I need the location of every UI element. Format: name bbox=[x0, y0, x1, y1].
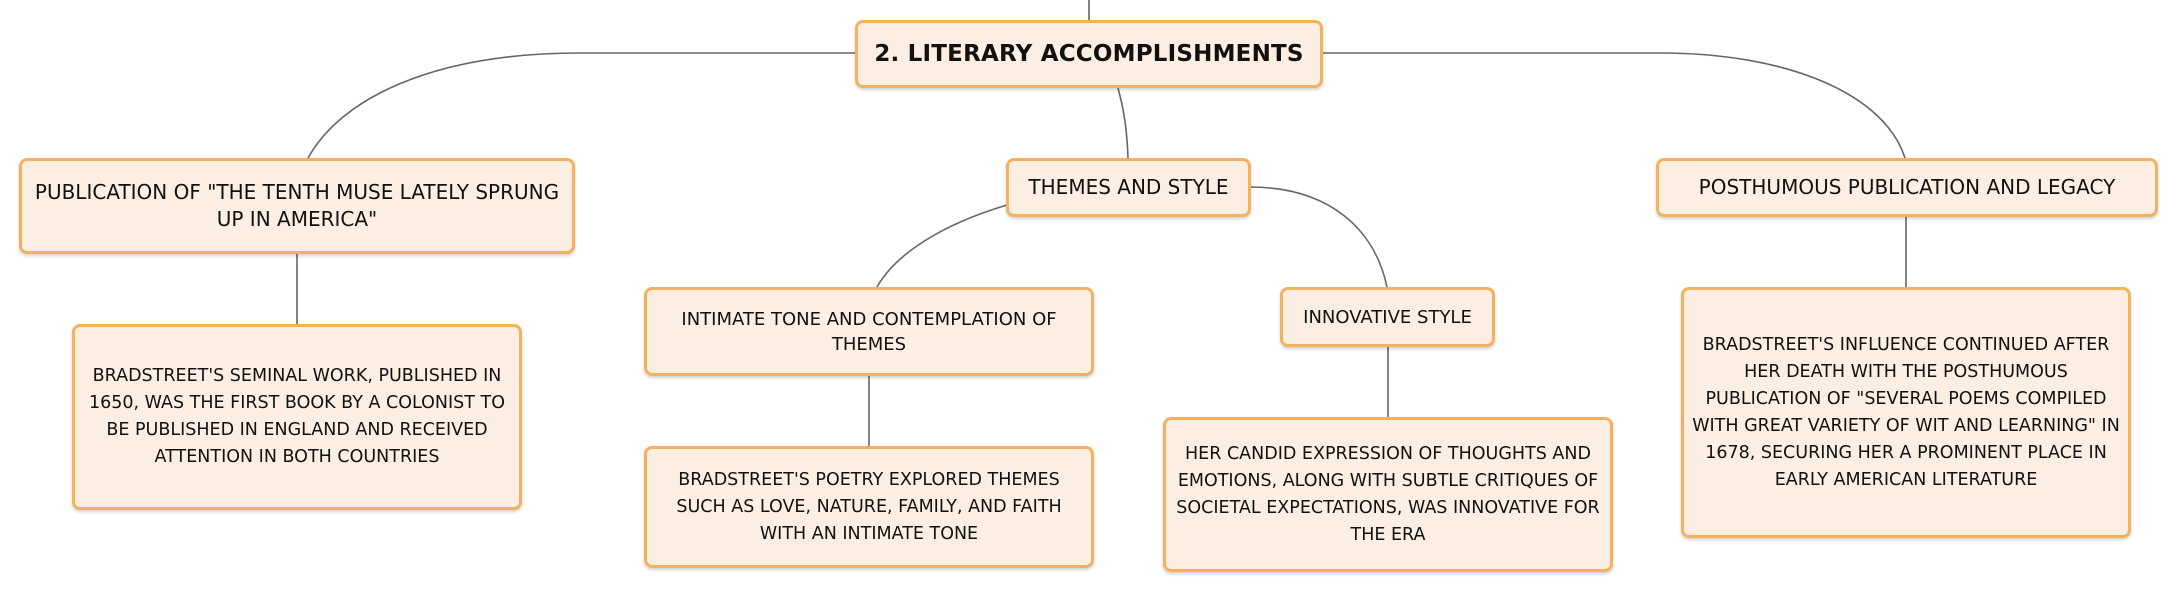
connector-root-to-themes bbox=[1117, 87, 1129, 159]
node-innovative-style-label: Innovative style bbox=[1303, 306, 1472, 328]
node-themes-and-style[interactable]: Themes and Style bbox=[1006, 158, 1251, 217]
node-literary-accomplishments-label: 2. Literary Accomplishments bbox=[874, 41, 1304, 67]
node-themes-and-style-label: Themes and Style bbox=[1028, 175, 1229, 199]
connector-root-to-publication bbox=[307, 52, 855, 159]
connector-themes-to-innovative bbox=[1249, 186, 1388, 288]
node-intimate-tone[interactable]: Intimate tone and contemplation of theme… bbox=[644, 287, 1094, 376]
node-innovative-style-detail-text: Her candid expression of thoughts and em… bbox=[1176, 443, 1600, 545]
node-publication-label: Publication of "The Tenth Muse Lately Sp… bbox=[34, 180, 560, 231]
node-posthumous-legacy[interactable]: Posthumous publication and legacy bbox=[1656, 158, 2158, 217]
node-publication-detail-text: Bradstreet's seminal work, published in … bbox=[89, 366, 505, 467]
node-publication[interactable]: Publication of "The Tenth Muse Lately Sp… bbox=[19, 158, 575, 254]
node-intimate-tone-detail[interactable]: Bradstreet's poetry explored themes such… bbox=[644, 446, 1094, 568]
node-literary-accomplishments[interactable]: 2. Literary Accomplishments bbox=[855, 20, 1323, 88]
connector-themes-to-intimate bbox=[876, 204, 1008, 288]
connector-root-to-legacy bbox=[1322, 52, 1906, 159]
node-publication-detail[interactable]: Bradstreet's seminal work, published in … bbox=[72, 324, 522, 510]
node-intimate-tone-label: Intimate tone and contemplation of theme… bbox=[681, 308, 1057, 355]
node-posthumous-legacy-label: Posthumous publication and legacy bbox=[1698, 175, 2116, 199]
node-intimate-tone-detail-text: Bradstreet's poetry explored themes such… bbox=[676, 469, 1062, 544]
node-innovative-style[interactable]: Innovative style bbox=[1280, 287, 1495, 347]
node-innovative-style-detail[interactable]: Her candid expression of thoughts and em… bbox=[1163, 417, 1613, 572]
node-legacy-detail-text: Bradstreet's influence continued after h… bbox=[1692, 334, 2120, 490]
node-legacy-detail[interactable]: Bradstreet's influence continued after h… bbox=[1681, 287, 2131, 538]
